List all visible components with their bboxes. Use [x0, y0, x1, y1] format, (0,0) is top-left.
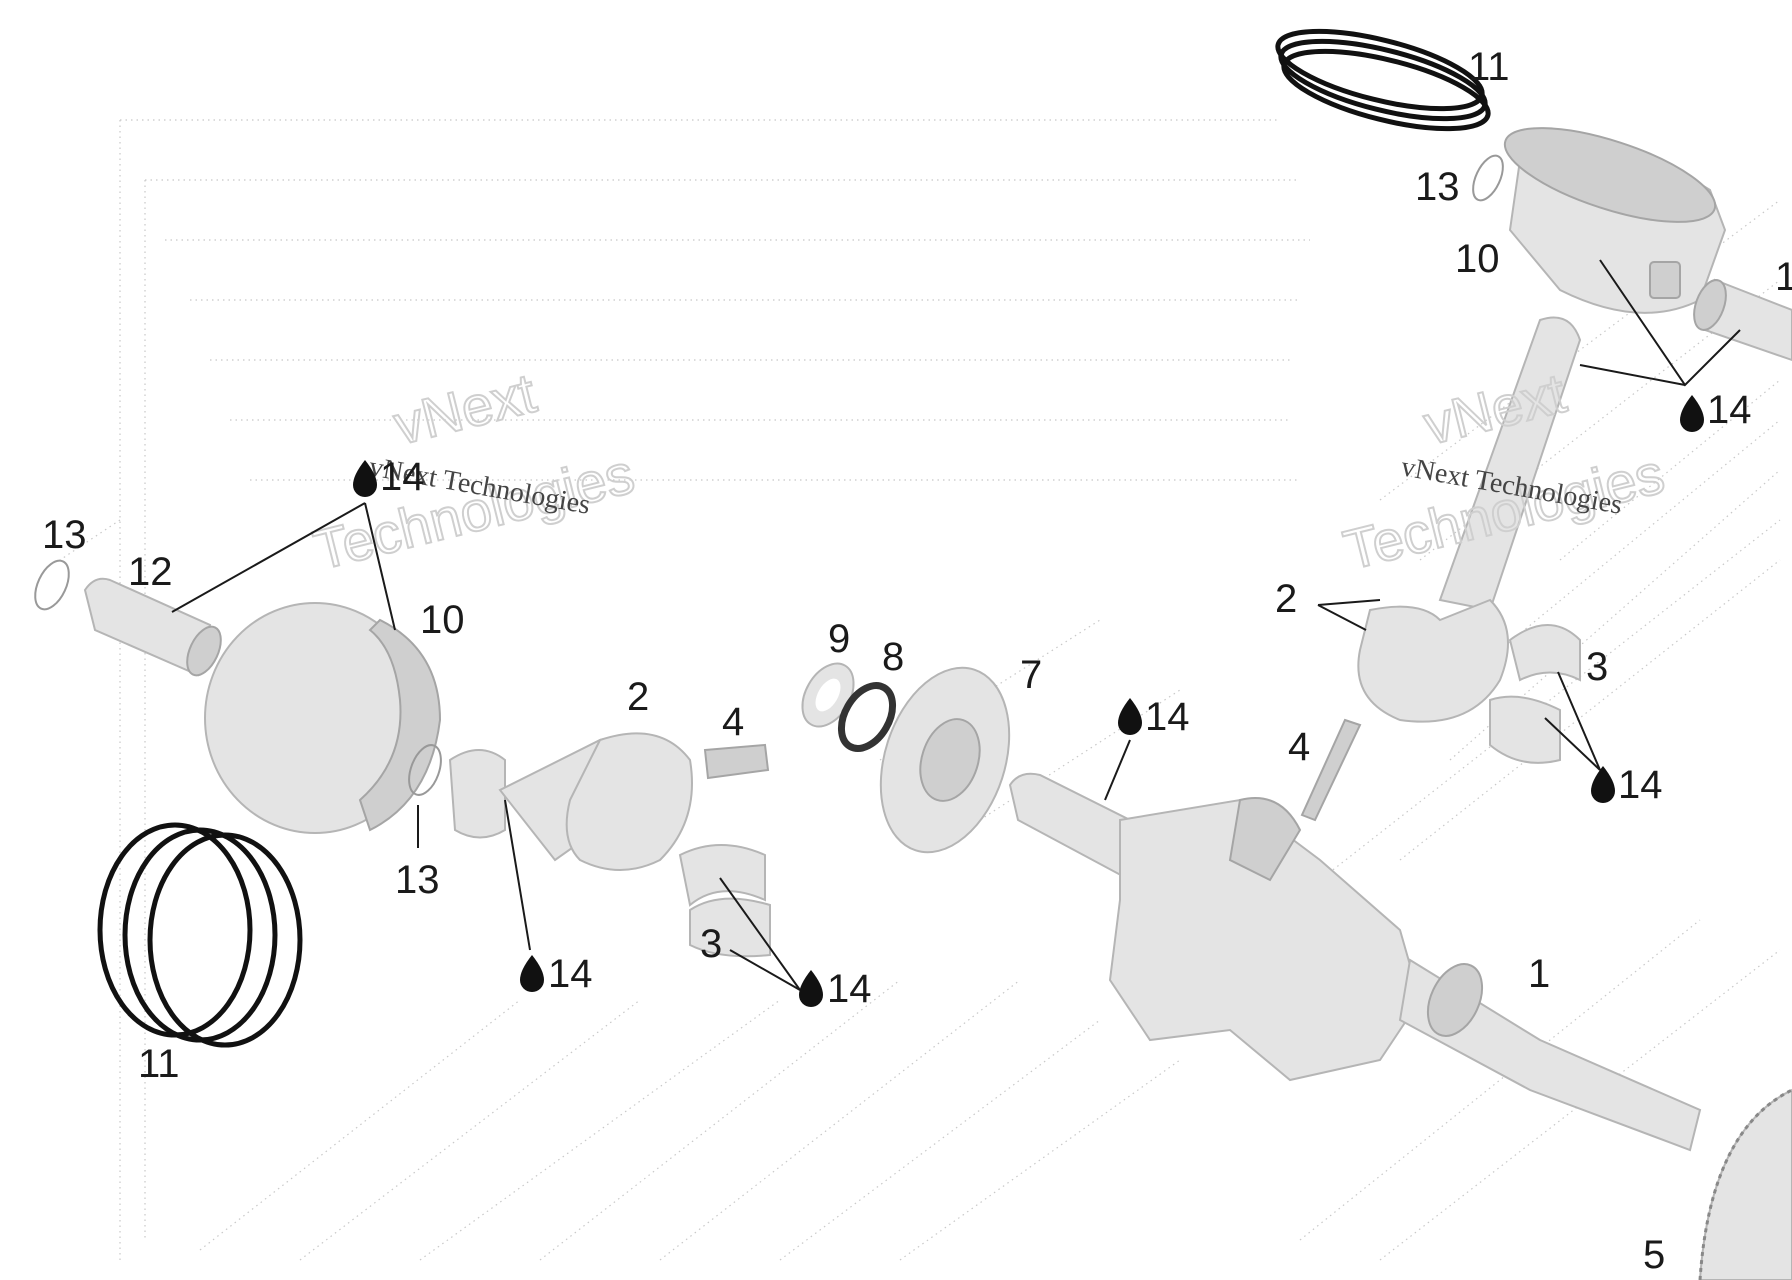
oil-drop-icon: [520, 955, 544, 992]
callout-10-top: 10: [1455, 237, 1500, 281]
left-circlip: [34, 559, 70, 611]
callout-11-bottom: 11: [138, 1042, 180, 1086]
callout-10-left: 10: [420, 598, 465, 642]
callout-7: 7: [1020, 653, 1042, 697]
crankshaft: [1008, 772, 1702, 1152]
callout-4-mid: 4: [722, 700, 744, 744]
crankshaft-gear: [879, 666, 1011, 854]
left-piston-pin: [83, 577, 222, 677]
callout-14-bearing: 14: [827, 967, 872, 1011]
oil-drop-icon: [1680, 395, 1704, 432]
callout-14-right: 14: [1618, 763, 1663, 807]
left-connecting-rod: [448, 732, 693, 871]
callout-2-right: 2: [1275, 577, 1297, 621]
callout-3-mid: 3: [700, 922, 722, 966]
svg-text:Technologies: Technologies: [308, 441, 640, 581]
upper-connecting-rod: [1357, 316, 1582, 723]
left-piston: [204, 602, 442, 834]
callout-13-top: 13: [1415, 165, 1460, 209]
callout-8: 8: [882, 635, 904, 679]
upper-bearing-shells: [1489, 624, 1581, 764]
left-circlip-small: [408, 744, 442, 796]
oil-drop-icons: [353, 395, 1704, 1007]
callout-13-bottom: 13: [395, 858, 440, 902]
svg-text:vNext: vNext: [388, 361, 543, 457]
flywheel-ring-gear: [1698, 1088, 1792, 1280]
oil-drop-icon: [799, 970, 823, 1007]
callout-5: 5: [1643, 1233, 1665, 1277]
callout-14-top-left: 14: [380, 455, 425, 499]
upper-piston: [1503, 127, 1727, 314]
callout-9: 9: [828, 617, 850, 661]
callout-14-rod: 14: [548, 952, 593, 996]
upper-piston-pin: [1693, 278, 1792, 362]
upper-rod-bolt: [1300, 718, 1362, 822]
thrust-washer: [801, 662, 855, 728]
spacer-ring: [837, 682, 897, 752]
callout-12-top: 1: [1775, 255, 1792, 299]
callout-2-mid: 2: [627, 675, 649, 719]
callout-12-left: 12: [128, 550, 173, 594]
callout-13-left: 13: [42, 513, 87, 557]
leader-lines: [171, 259, 1741, 991]
oil-drop-icon: [1118, 698, 1142, 735]
callout-labels: 11 13 10 1 14 14 13 12 10 2 3 9 8 7 2 4 …: [42, 45, 1792, 1277]
callout-3-right: 3: [1586, 645, 1608, 689]
upper-piston-ring-set: [1275, 28, 1491, 132]
svg-text:vNext: vNext: [1418, 361, 1573, 457]
left-rod-bolt: [703, 743, 770, 780]
upper-circlip: [1472, 154, 1504, 202]
callout-14-mid: 14: [1145, 695, 1190, 739]
callout-11-top: 11: [1468, 45, 1510, 89]
callout-14-top-right: 14: [1707, 388, 1752, 432]
left-piston-ring-set: [97, 822, 303, 1048]
oil-drop-icon: [353, 460, 377, 497]
left-bearing-shells: [678, 844, 771, 958]
oil-drop-icon: [1591, 766, 1615, 803]
callout-4-right: 4: [1288, 725, 1310, 769]
callout-1: 1: [1528, 952, 1550, 996]
